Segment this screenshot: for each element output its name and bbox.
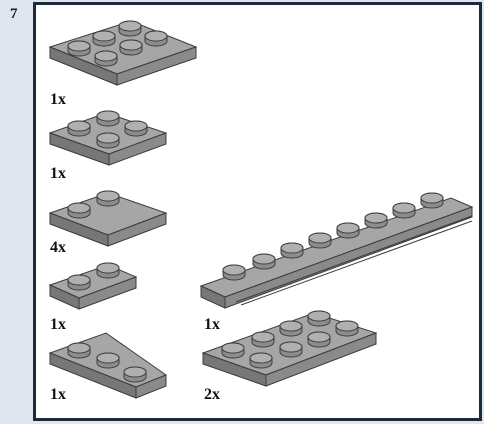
quantity-plate-2x4: 2x bbox=[204, 386, 220, 404]
quantity-plate-2x3: 1x bbox=[50, 91, 66, 109]
part-plate-1x2-square bbox=[50, 191, 166, 246]
quantity-wedge-plate-2x3: 1x bbox=[50, 386, 66, 404]
part-plate-2x4 bbox=[203, 311, 376, 386]
part-wedge-plate-2x3 bbox=[50, 333, 166, 398]
parts-list-panel: 1x 1x 4x 1x 1x 1x 2x bbox=[33, 2, 482, 421]
quantity-plate-1x2-square: 4x bbox=[50, 239, 66, 257]
quantity-plate-1x8-rail: 1x bbox=[204, 316, 220, 334]
part-plate-2x2 bbox=[50, 111, 166, 165]
step-number: 7 bbox=[10, 6, 18, 23]
part-plate-1x8-rail bbox=[201, 193, 472, 308]
part-plate-2x3 bbox=[50, 21, 196, 85]
parts-illustrations bbox=[36, 5, 484, 424]
part-plate-1x2 bbox=[50, 263, 136, 309]
quantity-plate-2x2: 1x bbox=[50, 165, 66, 183]
quantity-plate-1x2: 1x bbox=[50, 316, 66, 334]
